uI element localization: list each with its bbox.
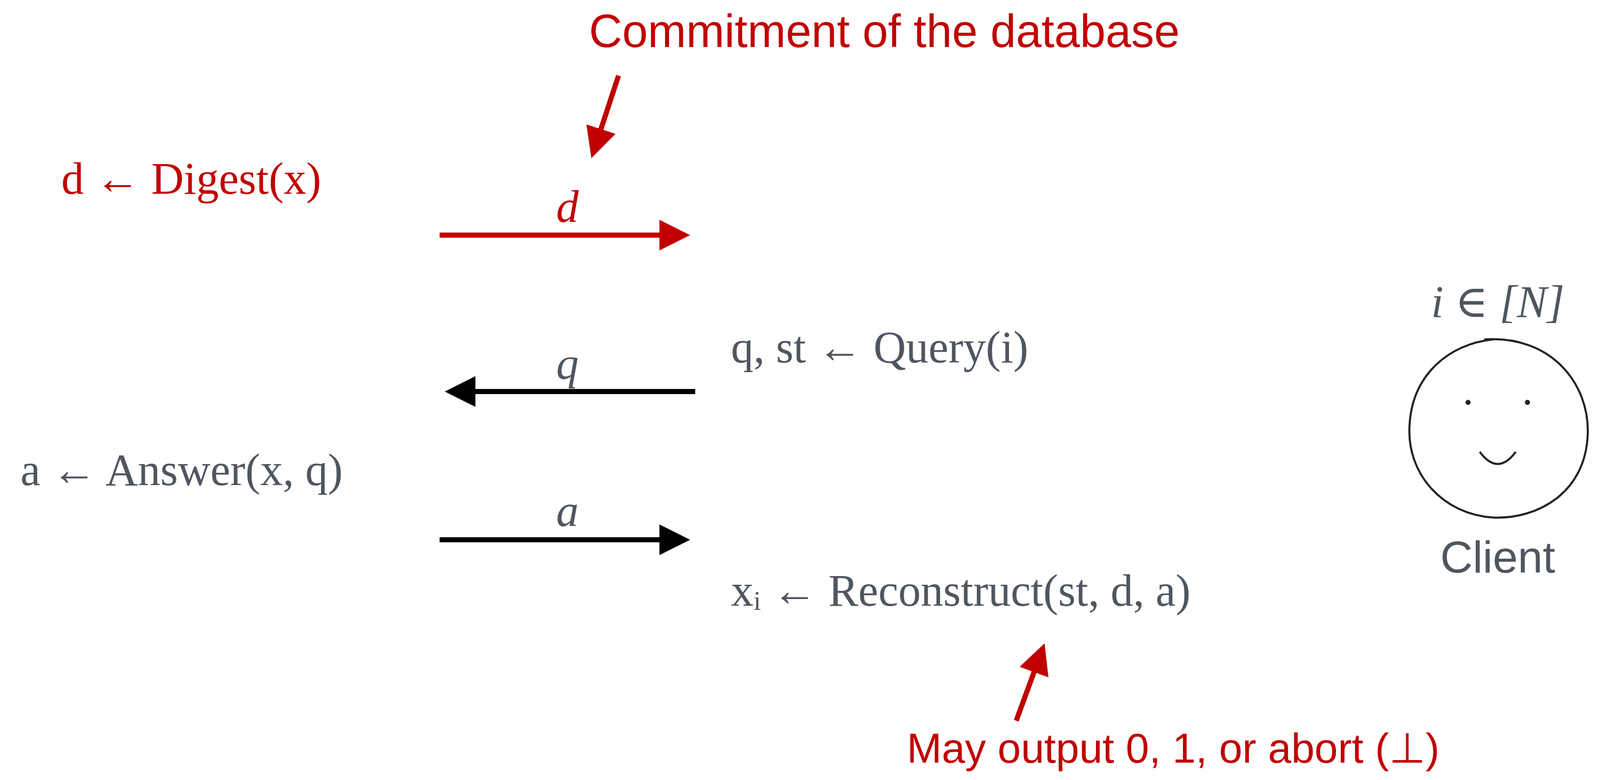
callout-note: May output 0, 1, or abort (⊥)	[906, 724, 1440, 773]
client-face: i ∈ [N] Client	[1400, 276, 1595, 583]
face-eye	[1524, 399, 1530, 405]
digest-step: d ← Digest(x)	[61, 152, 322, 205]
face-eye	[1465, 399, 1471, 405]
client-label: Client	[1400, 531, 1595, 583]
answer-arrow	[439, 537, 685, 543]
digest-arrow	[439, 232, 685, 238]
query-arrow	[449, 389, 696, 395]
client-input: i ∈ [N]	[1400, 276, 1595, 328]
query-step: q, st ← Query(i)	[730, 321, 1029, 374]
callout-pointer	[1016, 648, 1043, 721]
face-smile	[1479, 451, 1516, 465]
answer-step: a ← Answer(x, q)	[20, 444, 344, 496]
arrow-label: q	[556, 337, 579, 390]
callout-pointer	[592, 75, 619, 154]
face-outline	[1409, 338, 1588, 518]
arrow-label: d	[556, 180, 579, 233]
callout-note: Commitment of the database	[588, 5, 1180, 59]
reconstruct-step: xᵢ ← Reconstruct(st, d, a)	[730, 564, 1191, 617]
arrow-label: a	[556, 485, 579, 537]
